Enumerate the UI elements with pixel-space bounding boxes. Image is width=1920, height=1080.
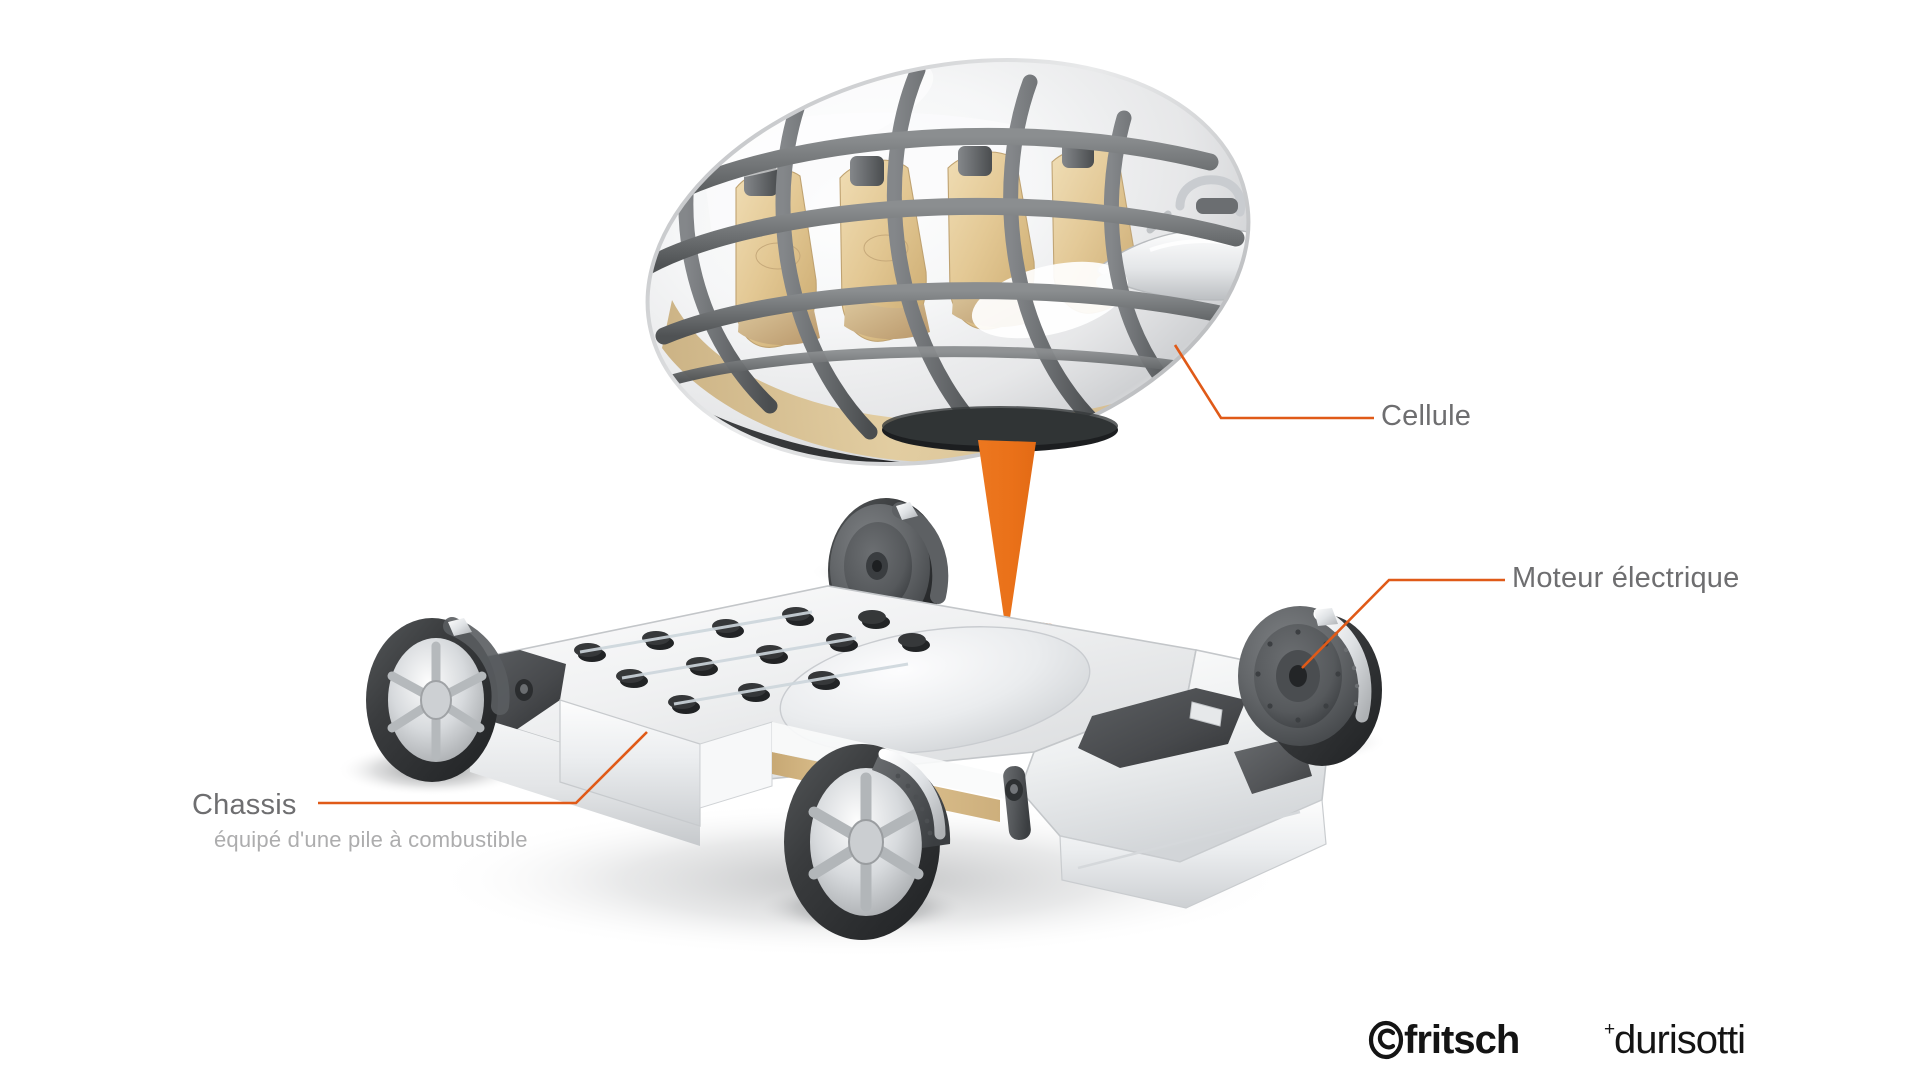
front-right-fender — [872, 752, 951, 848]
fuel-cell-sill — [559, 699, 701, 827]
deck-rails — [579, 610, 909, 706]
leader-cellule — [1173, 344, 1374, 420]
leader-chassis — [318, 731, 648, 805]
brand-plus-sign: + — [1604, 1019, 1615, 1040]
passenger-pod-cellule — [639, 57, 1289, 470]
wheel-front-left — [366, 617, 510, 782]
brand-name-primary: fritsch — [1404, 1018, 1519, 1062]
pod-dock-dome — [779, 626, 1091, 754]
nose-valance — [1059, 799, 1327, 909]
callout-label-moteur: Moteur électrique — [1512, 562, 1740, 594]
wheel-front-right — [784, 744, 951, 940]
deck-nose-link — [1003, 766, 1031, 840]
chassis-skateboard — [366, 498, 1382, 940]
callout-label-cellule: Cellule — [1381, 400, 1472, 432]
copyright-icon — [1368, 1020, 1404, 1060]
callout-leaders — [318, 344, 1505, 805]
leader-moteur — [1301, 578, 1505, 669]
brand-name-secondary: durisotti — [1614, 1018, 1745, 1062]
callout-label-chassis: Chassis — [192, 789, 297, 821]
brand-logo-fritsch-durisotti: fritsch + durisotti — [1368, 1018, 1746, 1062]
callout-sublabel-chassis: équipé d'une pile à combustible — [214, 827, 528, 852]
